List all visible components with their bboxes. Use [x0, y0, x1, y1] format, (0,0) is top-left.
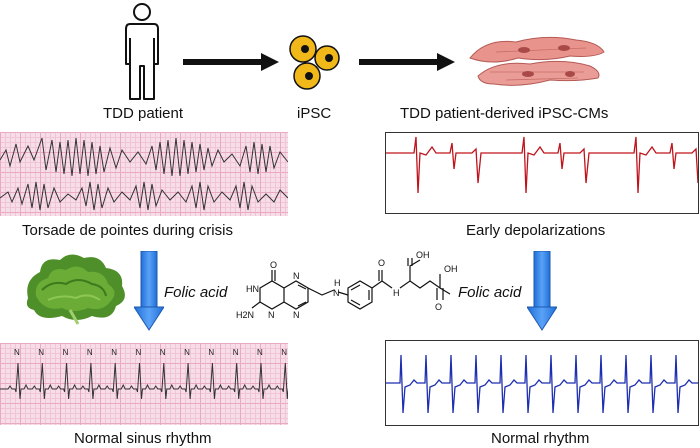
- beat-marker: N: [38, 348, 44, 357]
- right-folic-acid-label: Folic acid: [458, 284, 522, 301]
- folic-acid-structure: O HN H2N N N N H N H O OH O OH: [230, 248, 462, 346]
- early-depolarization-trace: [385, 132, 699, 214]
- torsade-caption: Torsade de pointes during crisis: [22, 222, 233, 239]
- mol-label-oh1: OH: [416, 250, 430, 260]
- kale-image: [22, 250, 132, 326]
- mol-label-n3: N: [293, 310, 300, 320]
- beat-marker: N: [136, 348, 142, 357]
- beat-marker: N: [208, 348, 214, 357]
- mol-label-h2: H: [393, 288, 400, 298]
- beat-marker: N: [257, 348, 263, 357]
- normal-rhythm-caption: Normal rhythm: [491, 430, 590, 447]
- ipsc-cells-icon: [286, 32, 342, 92]
- torsade-ecg-strip: [0, 132, 288, 216]
- beat-marker: N: [87, 348, 93, 357]
- right-down-arrow: [527, 251, 557, 331]
- early-depolarization-caption: Early depolarizations: [466, 222, 606, 239]
- beat-marker: N: [111, 348, 117, 357]
- beat-marker: N: [14, 348, 20, 357]
- mol-label-o1: O: [270, 260, 277, 270]
- mol-label-o3: O: [435, 302, 442, 312]
- cm-label: TDD patient-derived iPSC-CMs: [400, 105, 609, 122]
- mol-label-hn: HN: [246, 284, 259, 294]
- patient-figure-icon: [120, 2, 164, 102]
- mol-label-n2: N: [293, 271, 300, 281]
- beat-marker: N: [160, 348, 166, 357]
- beat-marker: N: [184, 348, 190, 357]
- mol-label-n1: N: [268, 310, 275, 320]
- mol-label-oh2: OH: [444, 264, 458, 274]
- mol-label-h1: H: [334, 278, 341, 288]
- mol-label-o2: O: [378, 258, 385, 268]
- left-down-arrow: [134, 251, 164, 331]
- mol-label-n4: N: [333, 288, 340, 298]
- beat-marker: N: [233, 348, 239, 357]
- mol-label-h2n: H2N: [236, 310, 254, 320]
- normal-sinus-caption: Normal sinus rhythm: [74, 430, 212, 447]
- beat-marker: N: [63, 348, 69, 357]
- arrow-patient-to-ipsc: [183, 52, 279, 72]
- left-folic-acid-label: Folic acid: [164, 284, 228, 301]
- beat-marker: N: [281, 348, 287, 357]
- ipsc-label: iPSC: [297, 105, 332, 122]
- cardiomyocytes-icon: [466, 28, 608, 94]
- arrow-ipsc-to-cm: [359, 52, 455, 72]
- patient-label: TDD patient: [103, 105, 184, 122]
- normal-rhythm-trace: [385, 340, 699, 426]
